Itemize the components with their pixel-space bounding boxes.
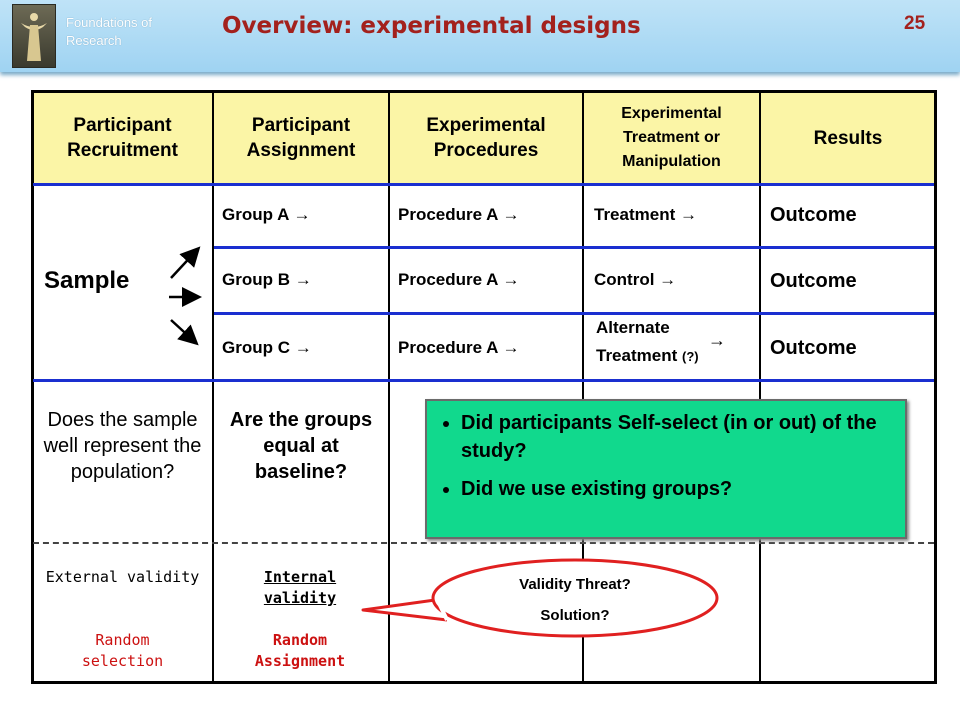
row-divider: [214, 312, 934, 315]
recruitment-question: Does the sample well represent the popul…: [43, 409, 202, 483]
callout-box: Did participants Self-select (in or out)…: [425, 399, 907, 539]
bubble-line-2: Solution?: [540, 607, 610, 624]
internal-validity-label: Internal validity: [238, 567, 362, 609]
row-c-procedure: Procedure A →: [398, 338, 520, 357]
dashed-divider: [33, 542, 934, 544]
column-divider: [212, 90, 214, 684]
table-bottom-border: [31, 681, 937, 684]
row-a-group: Group A →: [222, 205, 311, 224]
statue-logo-icon: [12, 4, 56, 68]
column-header-recruitment: Participant Recruitment: [33, 92, 212, 184]
row-c-treatment-line2: Treatment (?): [596, 346, 699, 366]
row-divider: [33, 379, 934, 382]
row-c-treatment-line1: Alternate: [596, 318, 670, 337]
page-title: Overview: experimental designs: [222, 13, 641, 39]
row-c-result: Outcome: [770, 337, 857, 359]
column-header-treatment: Experimental Treatment or Manipulation: [584, 92, 759, 184]
branch-arrows-icon: [169, 246, 202, 346]
external-validity-label: External validity: [45, 568, 200, 586]
row-b-group: Group B →: [222, 270, 312, 289]
row-divider: [214, 246, 934, 249]
row-c-group: Group C →: [222, 338, 312, 357]
column-divider: [388, 90, 390, 684]
row-c-treatment-note: (?): [681, 349, 699, 364]
internal-validity-solution: Random Assignment: [254, 631, 346, 670]
callout-list: Did participants Self-select (in or out)…: [427, 409, 905, 503]
sample-label: Sample: [44, 267, 130, 294]
row-b-procedure: Procedure A →: [398, 270, 520, 289]
table-right-border: [934, 90, 937, 684]
row-divider: [33, 183, 934, 186]
assignment-question: Are the groups equal at baseline?: [229, 409, 373, 483]
column-header-assignment: Participant Assignment: [214, 92, 388, 184]
speech-bubble-icon: [361, 558, 719, 638]
page-number: 25: [904, 13, 926, 34]
row-b-treatment: Control →: [594, 270, 677, 289]
column-divider: [582, 90, 584, 684]
table-left-border: [31, 90, 34, 684]
callout-bullet: Did we use existing groups?: [461, 475, 905, 503]
column-header-results: Results: [761, 92, 935, 184]
column-header-procedures: Experimental Procedures: [390, 92, 582, 184]
row-c-arrow-icon: →: [708, 330, 726, 350]
callout-bullet: Did participants Self-select (in or out)…: [461, 409, 905, 465]
row-a-result: Outcome: [770, 204, 857, 226]
internal-validity-text: Internal validity: [263, 568, 337, 607]
slide-header: Foundations of Research Overview: experi…: [0, 0, 960, 72]
row-a-treatment: Treatment →: [594, 205, 697, 224]
column-divider: [759, 90, 761, 684]
row-b-result: Outcome: [770, 270, 857, 292]
external-validity-solution: Random selection: [81, 631, 164, 670]
row-a-procedure: Procedure A →: [398, 205, 520, 224]
brand-label: Foundations of Research: [66, 15, 153, 48]
row-c-treatment-text: Treatment: [596, 346, 678, 365]
bubble-line-1: Validity Threat?: [519, 576, 631, 593]
table-top-border: [31, 90, 937, 93]
